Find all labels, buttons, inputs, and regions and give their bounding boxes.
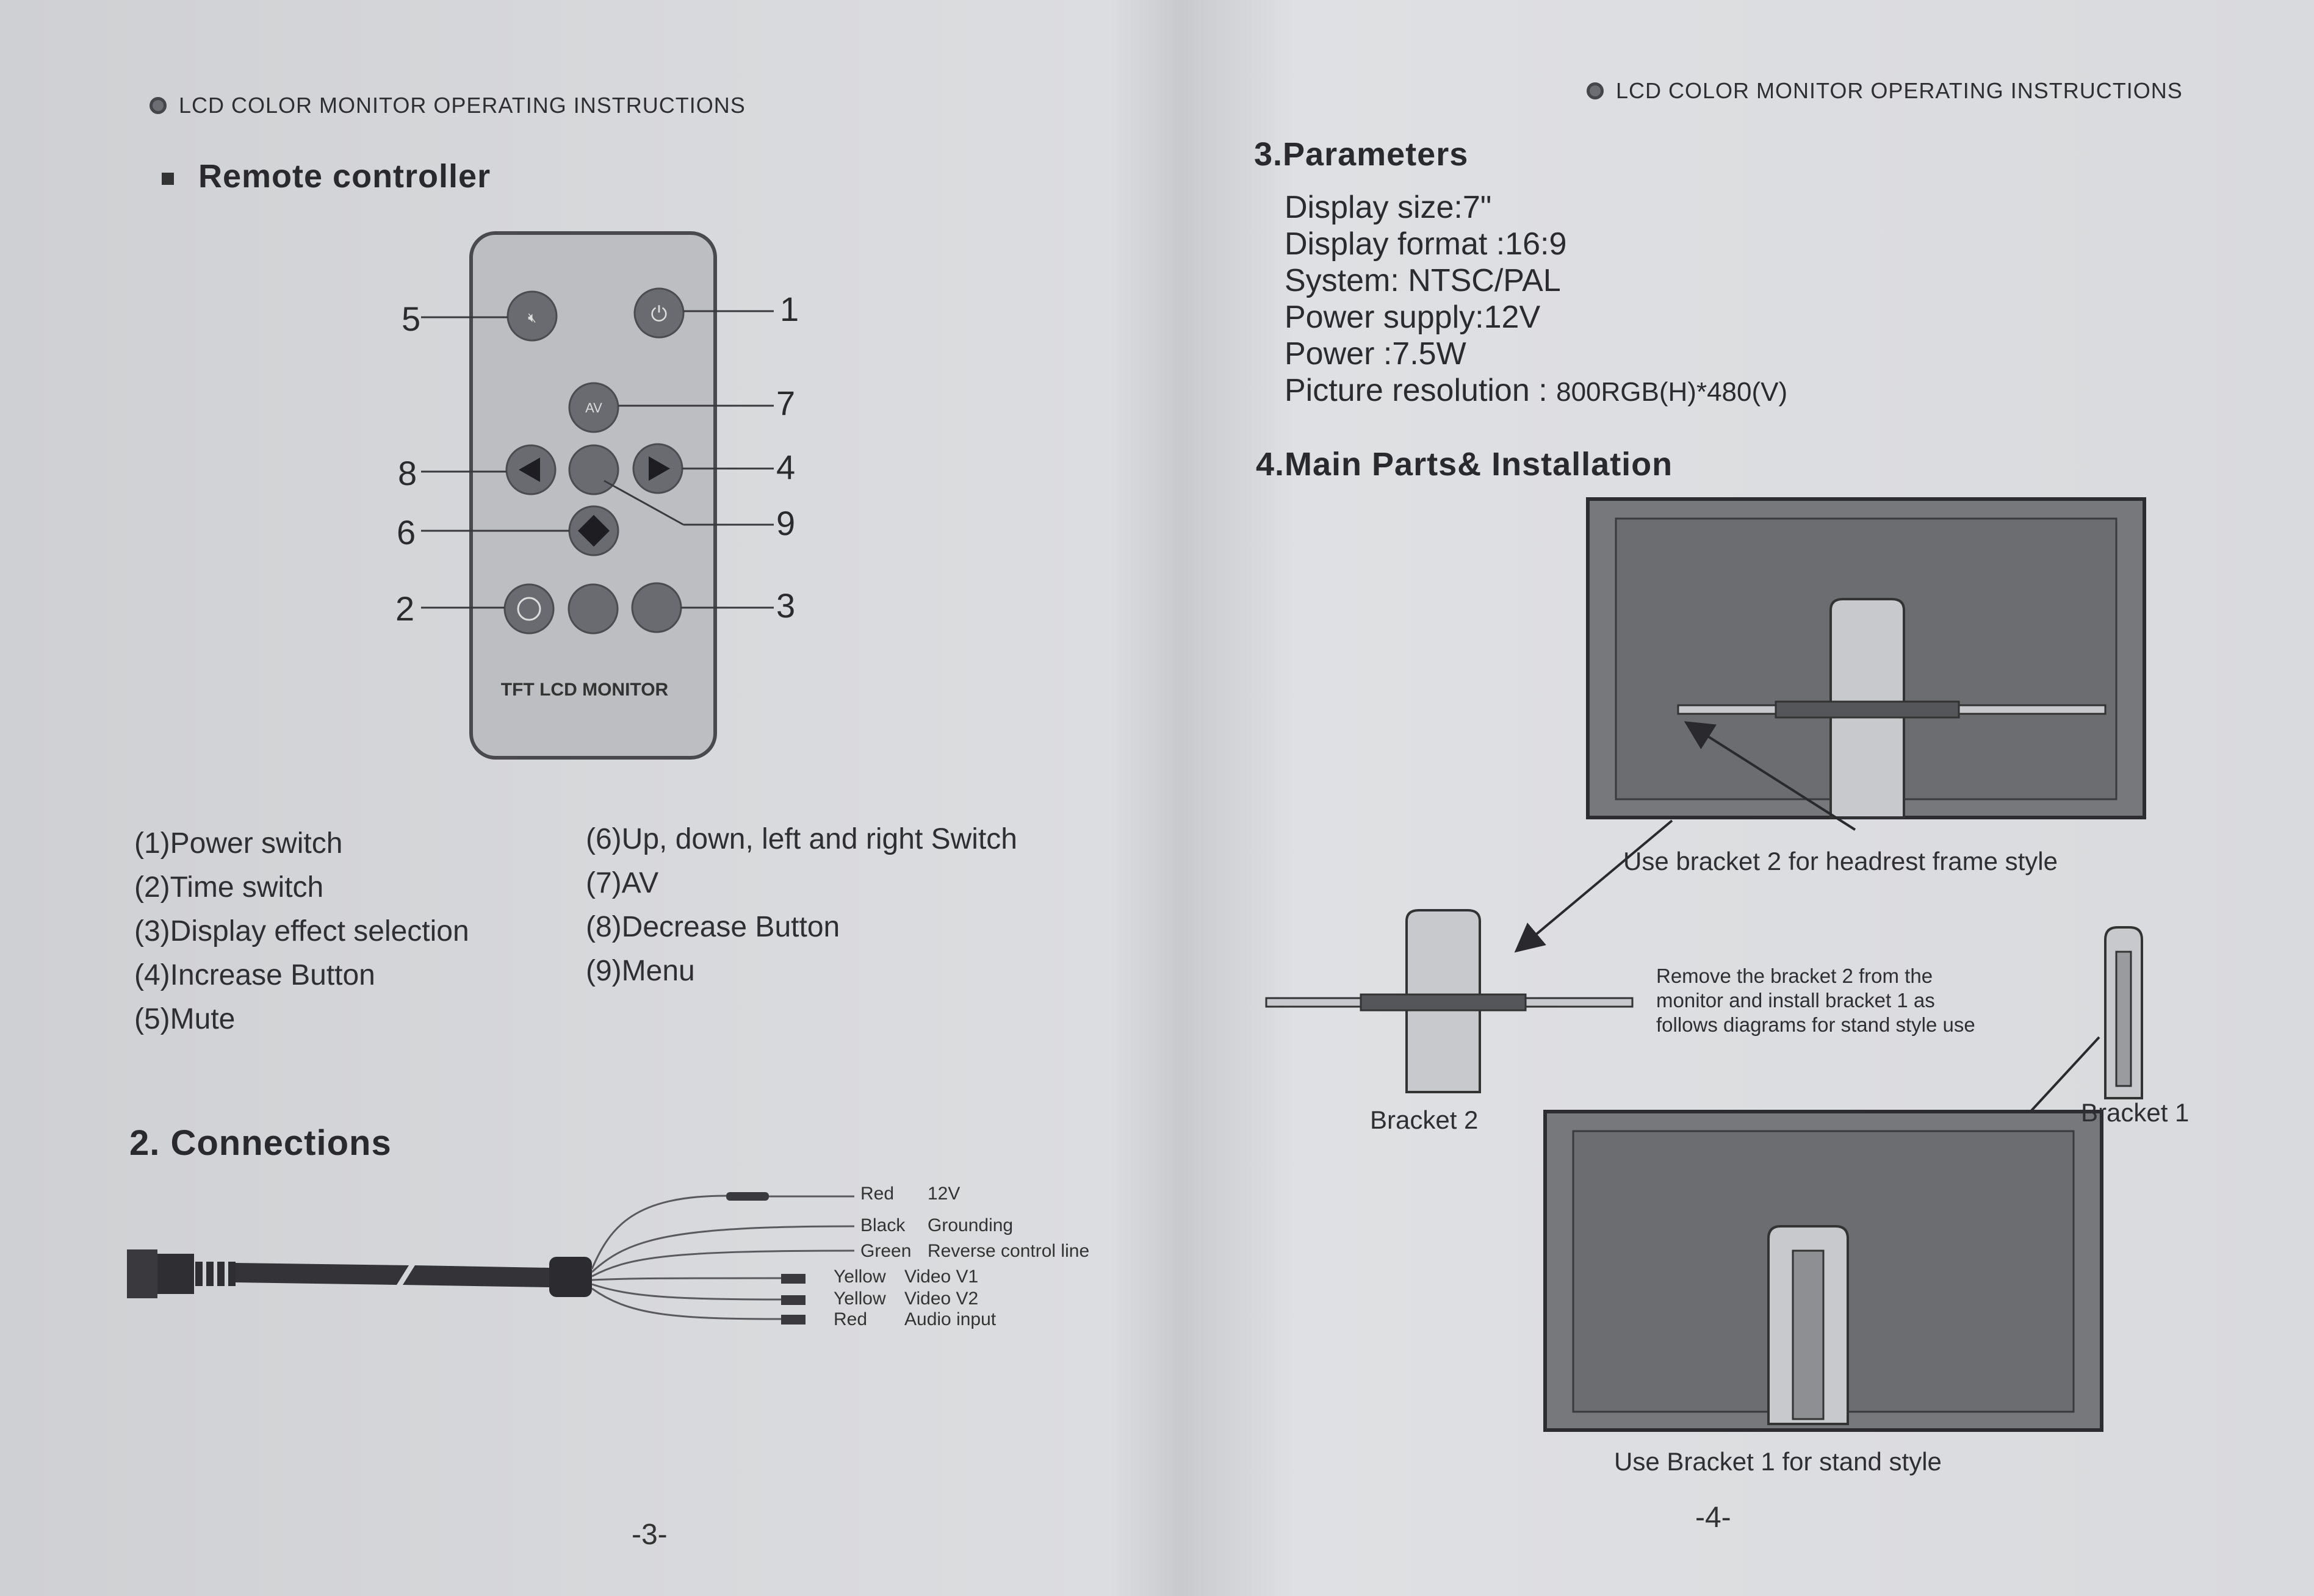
left-arrow-button: [505, 444, 557, 495]
svg-text:⏻: ⏻: [651, 303, 668, 326]
callout-8: 8: [398, 454, 417, 492]
blank-button: [568, 583, 619, 634]
function-item: (4)Increase Button: [134, 959, 375, 991]
header-bullet-icon: [150, 97, 167, 114]
right-header-text: LCD COLOR MONITOR OPERATING INSTRUCTIONS: [1616, 78, 2183, 103]
left-page-header: LCD COLOR MONITOR OPERATING INSTRUCTIONS: [150, 93, 746, 118]
header-bullet-icon: [1587, 82, 1604, 99]
connector-plug: [127, 1249, 157, 1298]
label-bracket-2: Bracket 2: [1370, 1105, 1479, 1134]
connections-title: 2. Connections: [129, 1123, 392, 1163]
av-button-label: AV: [585, 400, 602, 415]
bracket-1-part: [2104, 926, 2143, 1099]
remote-section-title-text: Remote controller: [198, 158, 491, 195]
function-item: (5)Mute: [134, 1003, 236, 1035]
splitter: [549, 1257, 592, 1297]
note-line: Remove the bracket 2 from the: [1656, 965, 1933, 987]
installation-note: Remove the bracket 2 from the monitor an…: [1656, 964, 1975, 1037]
caption-stand-style: Use Bracket 1 for stand style: [1614, 1447, 1942, 1476]
callout-5: 5: [402, 300, 421, 338]
right-arrow-button: [632, 443, 683, 494]
left-header-text: LCD COLOR MONITOR OPERATING INSTRUCTIONS: [179, 93, 746, 118]
av-button: AV: [568, 382, 619, 433]
callout-3: 3: [776, 586, 796, 625]
label-bracket-1: Bracket 1: [2081, 1098, 2190, 1127]
remote-section-title: Remote controller: [162, 157, 491, 195]
power-button: ⏻: [633, 287, 685, 339]
parameters-title: 3.Parameters: [1254, 136, 1469, 173]
picture-button: [631, 582, 682, 633]
function-item: (9)Menu: [586, 955, 695, 987]
monitor-stand-style: [1543, 1110, 2103, 1432]
param-power-supply: Power supply:12V: [1285, 300, 1541, 335]
note-line: follows diagrams for stand style use: [1656, 1013, 1975, 1036]
note-line: monitor and install bracket 1 as: [1656, 989, 1935, 1012]
remote-controller-diagram: 🔇︎ ⏻ AV TFT LCD MONITOR: [421, 231, 774, 760]
right-page-number: -4-: [1695, 1501, 1731, 1534]
cable-diagram: [127, 1192, 854, 1325]
svg-text:🔇︎: 🔇︎: [528, 310, 536, 325]
parameters-list: Display size:7" Display format :16:9 Sys…: [1285, 189, 1787, 411]
callout-2: 2: [395, 589, 415, 628]
function-item: (1)Power switch: [134, 827, 343, 860]
cable-segment: [236, 1263, 409, 1285]
menu-button: [568, 444, 619, 495]
param-display-format: Display format :16:9: [1285, 226, 1567, 262]
time-button: [503, 583, 555, 634]
function-item: (3)Display effect selection: [134, 915, 469, 947]
left-page-number: -3-: [632, 1519, 668, 1551]
function-list-left: (1)Power switch (2)Time switch (3)Displa…: [134, 822, 469, 1041]
function-item: (7)AV: [586, 867, 659, 899]
param-system: System: NTSC/PAL: [1285, 263, 1561, 298]
callout-lines: [421, 310, 774, 609]
callout-4: 4: [776, 448, 796, 486]
callout-6: 6: [397, 513, 416, 552]
right-page-header: LCD COLOR MONITOR OPERATING INSTRUCTIONS: [1587, 78, 2183, 104]
monitor-headrest-style: [1586, 497, 2146, 819]
installation-title: 4.Main Parts& Installation: [1256, 446, 1673, 483]
mute-button: 🔇︎: [506, 290, 558, 342]
function-item: (6)Up, down, left and right Switch: [586, 823, 1017, 855]
caption-headrest-style: Use bracket 2 for headrest frame style: [1623, 847, 2058, 875]
param-display-size: Display size:7": [1285, 190, 1492, 225]
wire-lines: [591, 1195, 854, 1320]
param-resolution: Picture resolution : 800RGB(H)*480(V): [1285, 373, 1788, 408]
installation-diagram: [1265, 497, 2146, 1432]
direction-button: [568, 505, 619, 556]
function-item: (2)Time switch: [134, 871, 324, 904]
param-power: Power :7.5W: [1285, 336, 1466, 372]
callout-1: 1: [780, 290, 799, 328]
square-bullet-icon: [162, 172, 174, 185]
callout-7: 7: [776, 384, 796, 422]
callout-9: 9: [776, 504, 796, 542]
remote-brand-text: TFT LCD MONITOR: [501, 680, 669, 700]
function-list-right: (6)Up, down, left and right Switch (7)AV…: [586, 818, 1017, 993]
function-item: (8)Decrease Button: [586, 911, 840, 943]
bracket-2-part: [1265, 909, 1634, 1093]
